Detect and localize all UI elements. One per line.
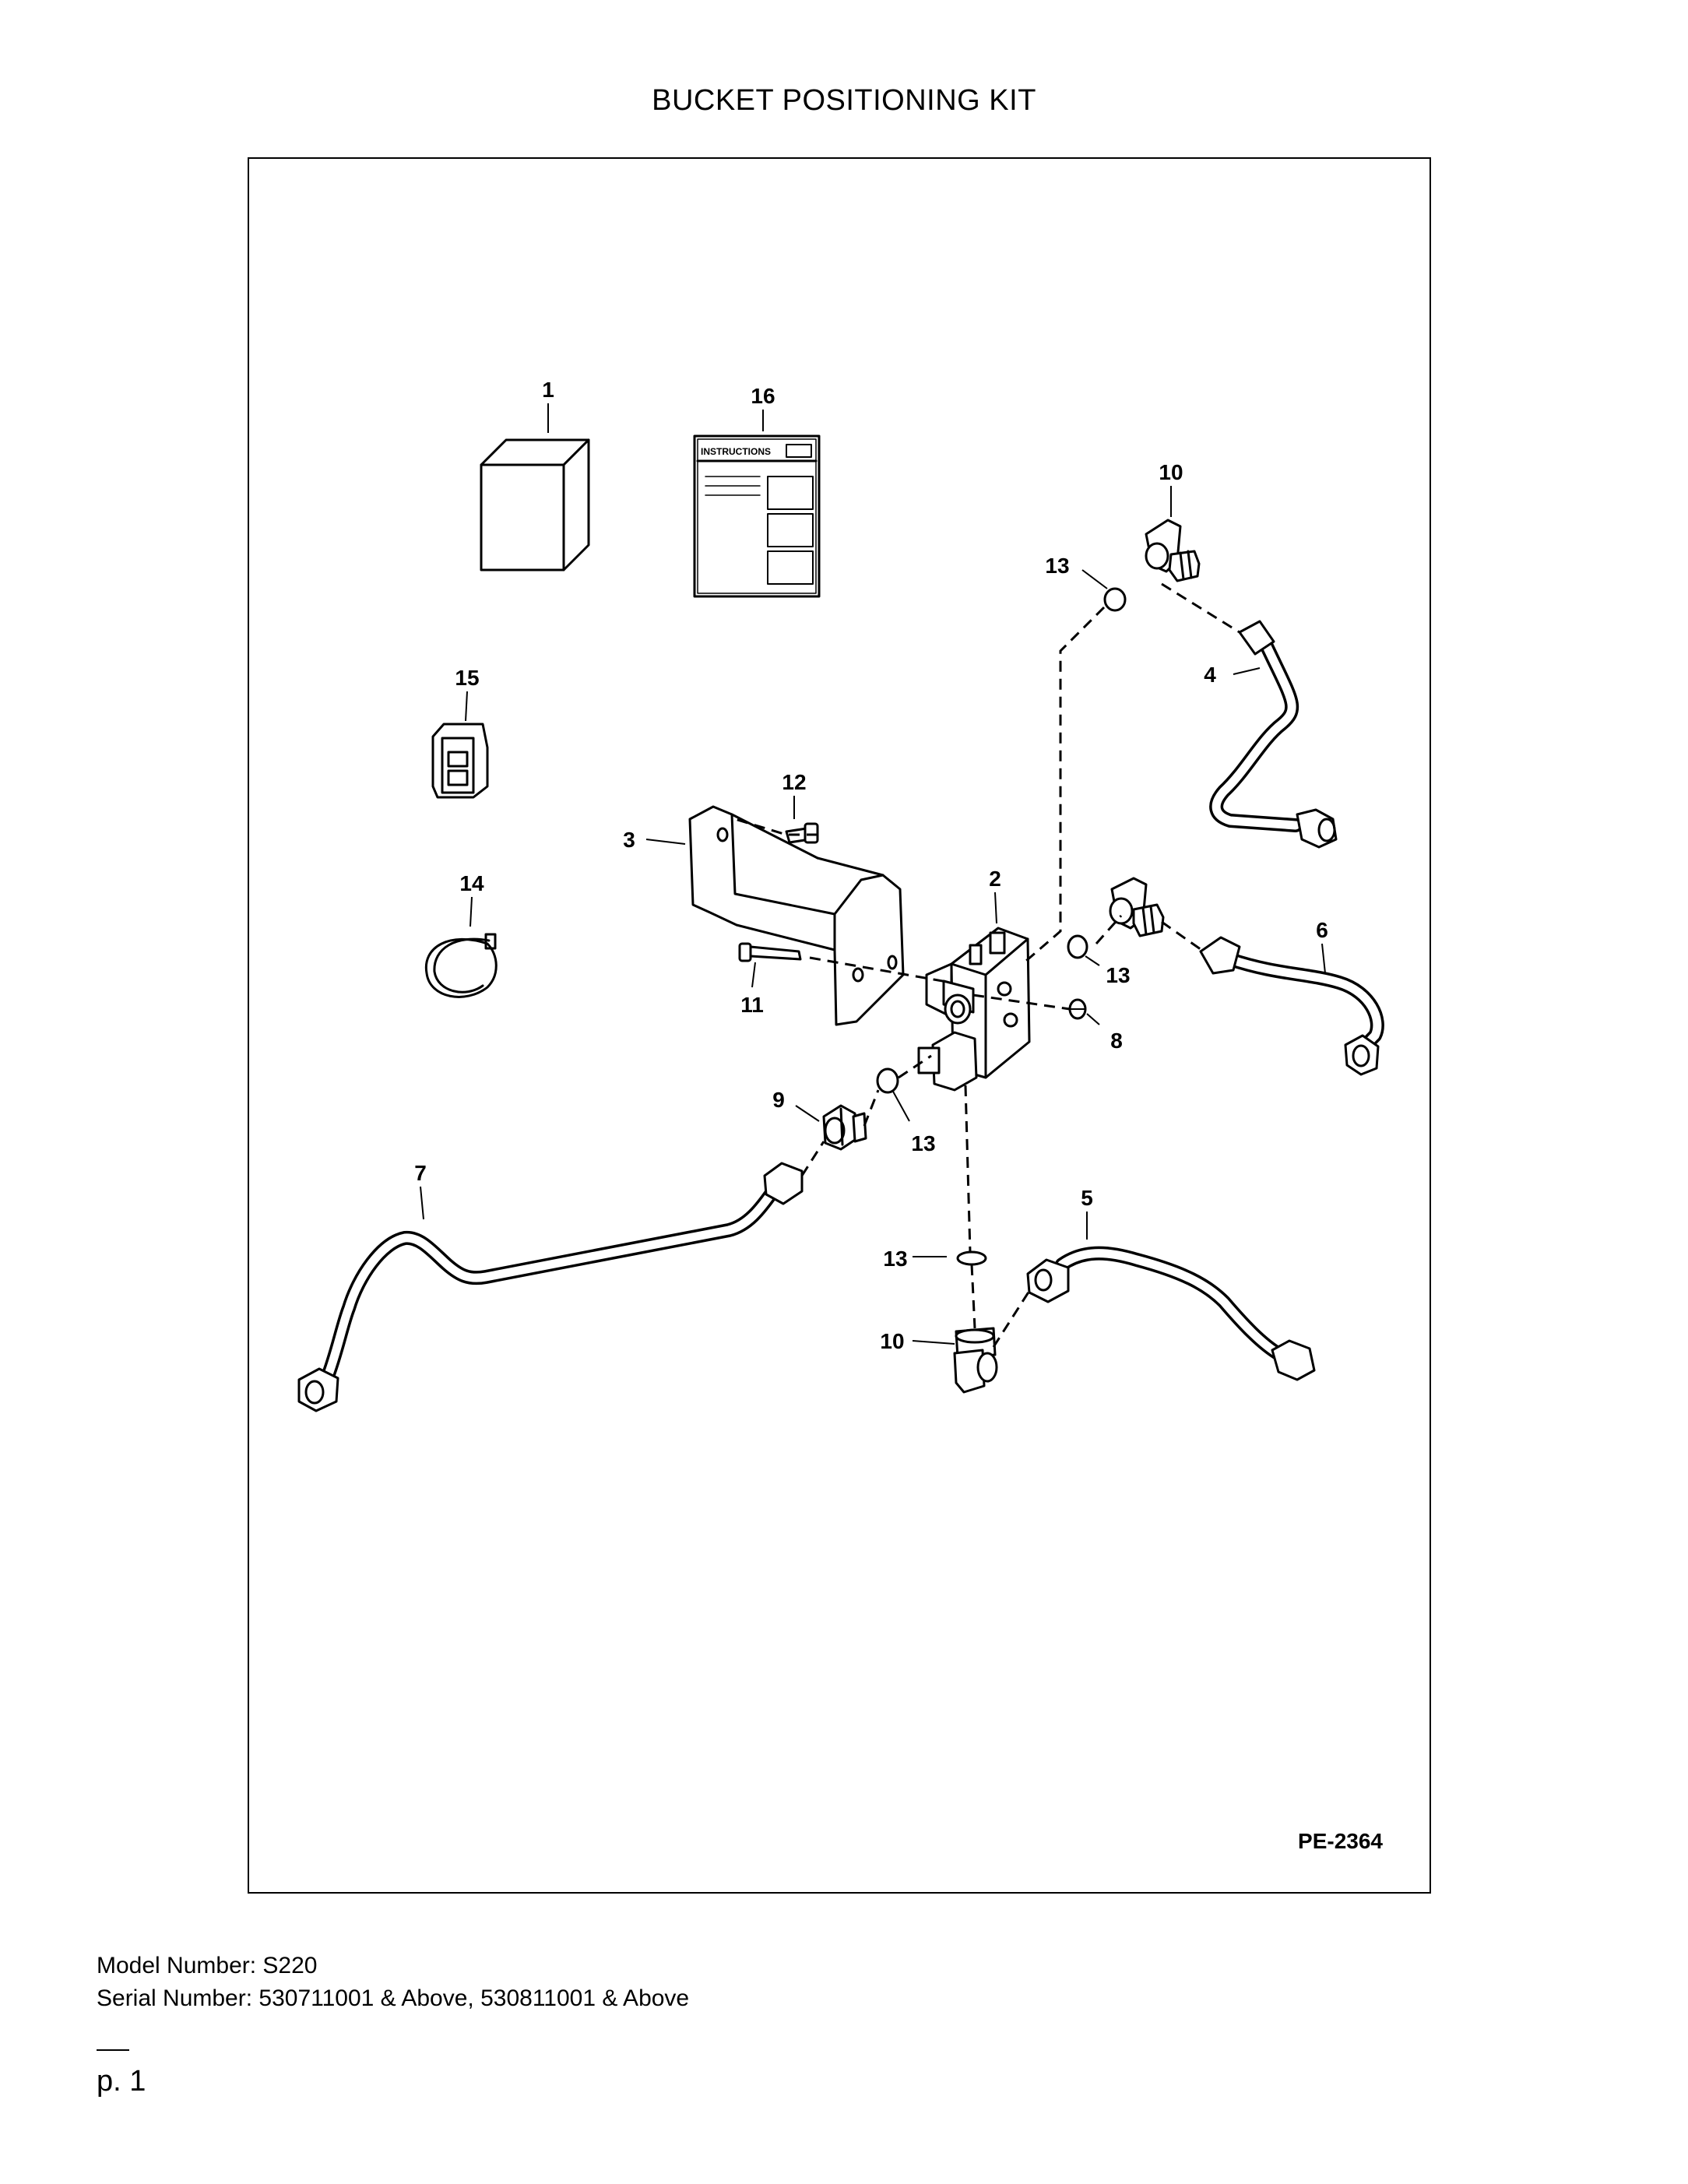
part-1-box — [480, 438, 590, 571]
callout-12: 12 — [782, 770, 806, 794]
instructions-sheet-label: INSTRUCTIONS — [701, 446, 771, 457]
page-number: p. 1 — [97, 2065, 146, 2098]
part-10-elbow-bottom — [953, 1327, 998, 1394]
callout-3: 3 — [623, 828, 635, 852]
callout-1: 1 — [542, 378, 554, 402]
part-4-tube — [1209, 620, 1338, 849]
part-10-elbow-top — [1145, 519, 1201, 582]
callout-10-bottom: 10 — [880, 1329, 904, 1353]
part-2-valve — [917, 927, 1031, 1092]
callout-11: 11 — [740, 993, 764, 1017]
callout-9: 9 — [772, 1088, 785, 1112]
callout-8: 8 — [1110, 1029, 1123, 1053]
diagram-frame — [248, 157, 1431, 1894]
callout-4: 4 — [1204, 663, 1216, 687]
callout-13-left: 13 — [911, 1131, 935, 1155]
callout-14: 14 — [459, 871, 484, 895]
part-6-tube — [1199, 936, 1384, 1076]
callout-15: 15 — [455, 666, 479, 690]
part-5-tube — [1026, 1246, 1316, 1381]
callout-13-bottom: 13 — [883, 1247, 907, 1271]
callout-2: 2 — [989, 867, 1001, 891]
part-7-tube — [297, 1162, 804, 1412]
part-13-oring-bottom — [956, 1250, 987, 1266]
callout-5: 5 — [1081, 1186, 1093, 1210]
serial-number: Serial Number: 530711001 & Above, 530811… — [97, 1985, 690, 2011]
callout-7: 7 — [414, 1161, 427, 1185]
part-10-elbow-middle — [1109, 877, 1165, 937]
figure-code: PE-2364 — [1298, 1829, 1383, 1853]
callout-6: 6 — [1316, 918, 1328, 942]
part-14-clamp — [424, 933, 498, 998]
part-13-oring-top — [1103, 587, 1127, 612]
part-9-fitting — [822, 1104, 867, 1151]
assembly-lines — [734, 582, 1240, 1348]
page-title: BUCKET POSITIONING KIT — [652, 84, 1036, 117]
page-divider — [97, 2049, 129, 2051]
part-13-oring-left — [876, 1067, 899, 1094]
callout-16: 16 — [751, 384, 775, 408]
part-16-instructions — [693, 434, 821, 598]
part-15-switch — [431, 723, 489, 799]
model-number: Model Number: S220 — [97, 1953, 318, 1978]
part-13-oring-middle — [1067, 934, 1088, 959]
callout-10-top: 10 — [1159, 460, 1183, 484]
part-11-bolt — [738, 942, 802, 962]
part-12-bolt — [785, 822, 819, 844]
callout-13-middle: 13 — [1106, 963, 1130, 987]
callout-13-top: 13 — [1045, 554, 1069, 578]
leader-lines — [420, 403, 1326, 1345]
